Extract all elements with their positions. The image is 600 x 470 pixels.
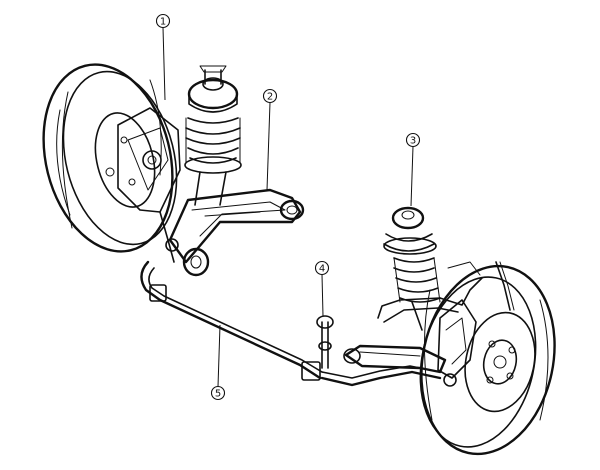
callout-3-label: 3 xyxy=(410,136,416,147)
callout-5: 5 xyxy=(210,324,226,401)
right-tire xyxy=(419,264,556,456)
right-lower-arm xyxy=(343,344,447,374)
right-knuckle xyxy=(437,299,477,387)
right-strut xyxy=(383,206,441,331)
right-brake-hose xyxy=(495,261,515,311)
callout-1: 1 xyxy=(155,13,171,101)
left-steering-knuckle xyxy=(117,107,181,263)
callout-3: 3 xyxy=(405,132,421,207)
callout-5-label: 5 xyxy=(215,389,221,400)
stabilizer-link xyxy=(316,315,334,369)
left-strut xyxy=(184,65,242,206)
lower-control-arm xyxy=(168,188,305,277)
callout-2: 2 xyxy=(262,88,278,191)
callout-1-label: 1 xyxy=(160,17,166,28)
callout-2-label: 2 xyxy=(267,92,273,103)
right-brake-rotor xyxy=(464,311,536,413)
callout-4-label: 4 xyxy=(319,264,325,275)
left-brake-rotor xyxy=(94,112,156,208)
callout-4: 4 xyxy=(314,260,330,317)
left-tire xyxy=(42,63,178,253)
